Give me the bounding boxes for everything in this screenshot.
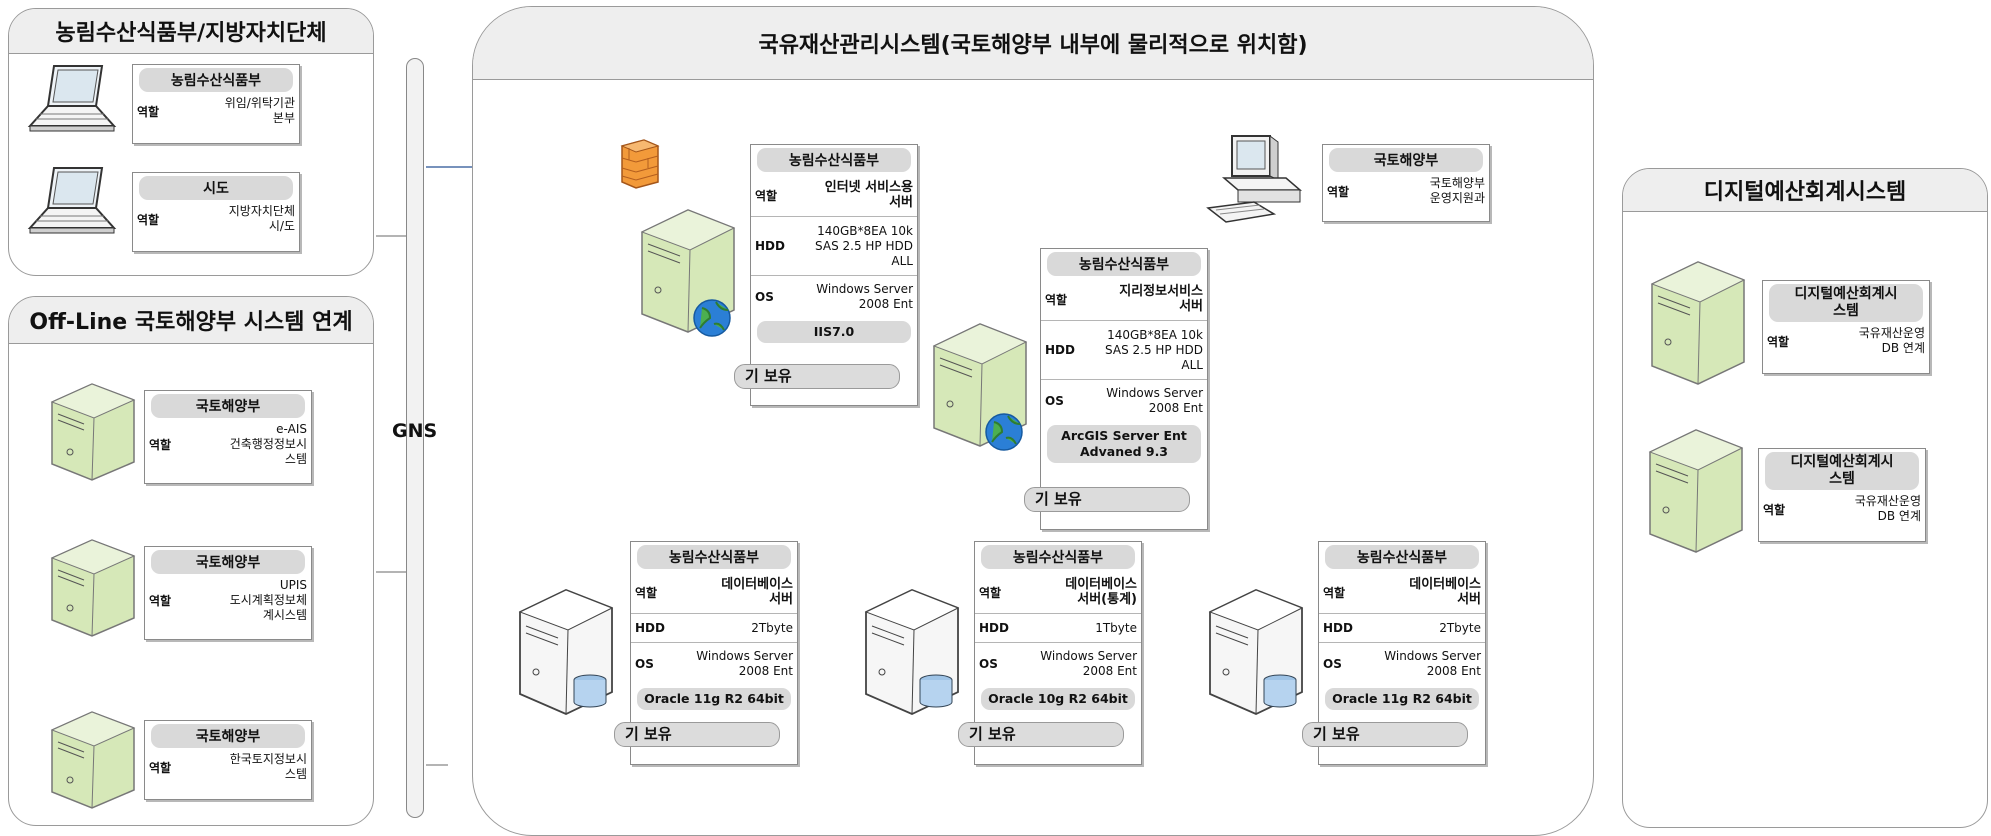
os-label: OS [1323,657,1342,671]
panel-title: Off-Line 국토해양부 시스템 연계 [9,297,373,344]
role-value: 데이터베이스 서버 [721,577,793,607]
status-badge: 기 보유 [958,722,1124,747]
gis-server-card: 농림수산식품부 역할 지리정보서비스 서버 HDD 140GB*8EA 10k SA… [1040,248,1208,530]
panel-title: 디지털예산회계시스템 [1623,169,1987,212]
laptop-icon [27,65,117,132]
role-value: 위임/위탁기관 본부 [224,96,295,125]
os-label: OS [755,290,774,304]
firewall-icon [620,139,660,189]
os-value: Windows Server 2008 Ent [696,649,793,678]
card-header: 농림수산식품부 [1325,545,1479,569]
role-label: 역할 [979,585,1002,600]
server-icon [50,711,136,809]
budget-card: 디지털예산회계시 스템 역할 국유재산운영 DB 연계 [1758,448,1926,542]
web-server-card: 농림수산식품부 역할 인터넷 서비스용 서버 HDD 140GB*8EA 10k S… [750,144,918,406]
gis-server-icon [932,323,1028,451]
hdd-value: 1Tbyte [1095,620,1137,635]
server-icon [50,383,136,481]
card-header: 디지털예산회계시 스템 [1769,284,1923,322]
role-label: 역할 [149,760,172,775]
hdd-label: HDD [1045,343,1075,357]
hdd-value: 140GB*8EA 10k SAS 2.5 HP HDD ALL [815,223,913,268]
role-value: 국유재산운영 DB 연계 [1858,326,1925,355]
card-header: 농림수산식품부 [139,68,293,92]
role-value: 지방자치단체 시/도 [228,204,295,233]
os-value: Windows Server 2008 Ent [1106,386,1203,415]
role-value: 인터넷 서비스용 서버 [824,180,913,210]
hdd-value: 2Tbyte [751,620,793,635]
os-label: OS [979,657,998,671]
status-badge: 기 보유 [614,722,780,747]
software-badge: Oracle 10g R2 64bit [981,688,1135,710]
software-badge: IIS7.0 [757,321,911,343]
pc-card: 국토해양부 역할 국토해양부 운영지원과 [1322,144,1490,222]
hdd-label: HDD [979,621,1009,635]
card-header: 국토해양부 [151,724,305,748]
role-label: 역할 [149,438,172,452]
panel-title: 농림수산식품부/지방자치단체 [9,9,373,54]
role-label: 역할 [635,585,658,600]
status-badge: 기 보유 [1024,487,1190,512]
card-header: 농림수산식품부 [1047,252,1201,276]
panel-title: 국유재산관리시스템(국토해양부 내부에 물리적으로 위치함) [473,7,1593,80]
offline-card: 국토해양부 역할 UPIS 도시계획정보체 계시스템 [144,546,312,640]
sido-card: 시도 역할 지방자치단체 시/도 [132,172,300,252]
role-label: 역할 [1323,585,1346,600]
card-header: 국토해양부 [151,394,305,418]
card-header: 시도 [139,176,293,200]
software-badge: ArcGIS Server Ent Advaned 9.3 [1047,425,1201,463]
desktop-pc-icon [1206,135,1303,223]
web-server-icon [640,209,736,337]
software-badge: Oracle 11g R2 64bit [637,688,791,710]
role-label: 역할 [1763,502,1786,517]
db-server-icon [1208,589,1304,715]
role-value: 데이터베이스 서버(통계) [1065,577,1137,607]
role-value: 국유재산운영 DB 연계 [1854,494,1921,523]
hdd-value: 2Tbyte [1439,620,1481,635]
role-label: 역할 [149,594,172,608]
os-value: Windows Server 2008 Ent [816,282,913,311]
role-label: 역할 [137,104,160,119]
laptop-icon [27,167,117,234]
os-value: Windows Server 2008 Ent [1384,649,1481,678]
os-value: Windows Server 2008 Ent [1040,649,1137,678]
card-header: 농림수산식품부 [981,545,1135,569]
server-icon [1650,261,1746,385]
role-label: 역할 [1767,334,1790,349]
role-value: 한국토지정보시 스템 [229,752,307,781]
db-server-icon [518,589,614,715]
offline-card: 국토해양부 역할 e-AIS 건축행정정보시 스템 [144,390,312,484]
card-header: 국토해양부 [151,550,305,574]
gns-label: GNS [392,420,438,442]
hdd-label: HDD [755,239,785,253]
role-label: 역할 [1045,292,1068,307]
role-label: 역할 [137,212,160,227]
role-value: 국토해양부 운영지원과 [1429,176,1485,205]
software-badge: Oracle 11g R2 64bit [1325,688,1479,710]
role-value: UPIS 도시계획정보체 계시스템 [229,578,307,622]
card-header: 농림수산식품부 [637,545,791,569]
budget-card: 디지털예산회계시 스템 역할 국유재산운영 DB 연계 [1762,280,1930,374]
ministry-card: 농림수산식품부 역할 위임/위탁기관 본부 [132,64,300,144]
hdd-label: HDD [1323,621,1353,635]
hdd-label: HDD [635,621,665,635]
os-label: OS [1045,394,1064,408]
status-badge: 기 보유 [1302,722,1468,747]
role-label: 역할 [755,188,778,203]
offline-card: 국토해양부 역할 한국토지정보시 스템 [144,720,312,800]
card-header: 농림수산식품부 [757,148,911,172]
server-icon [50,539,136,637]
status-badge: 기 보유 [734,364,900,389]
role-label: 역할 [1327,184,1350,199]
role-value: 지리정보서비스 서버 [1119,284,1203,314]
db-server-icon [864,589,960,715]
hdd-value: 140GB*8EA 10k SAS 2.5 HP HDD ALL [1105,327,1203,372]
role-value: 데이터베이스 서버 [1409,577,1481,607]
card-header: 디지털예산회계시 스템 [1765,452,1919,490]
card-header: 국토해양부 [1329,148,1483,172]
role-value: e-AIS 건축행정정보시 스템 [229,422,307,466]
server-icon [1648,429,1744,553]
os-label: OS [635,657,654,671]
